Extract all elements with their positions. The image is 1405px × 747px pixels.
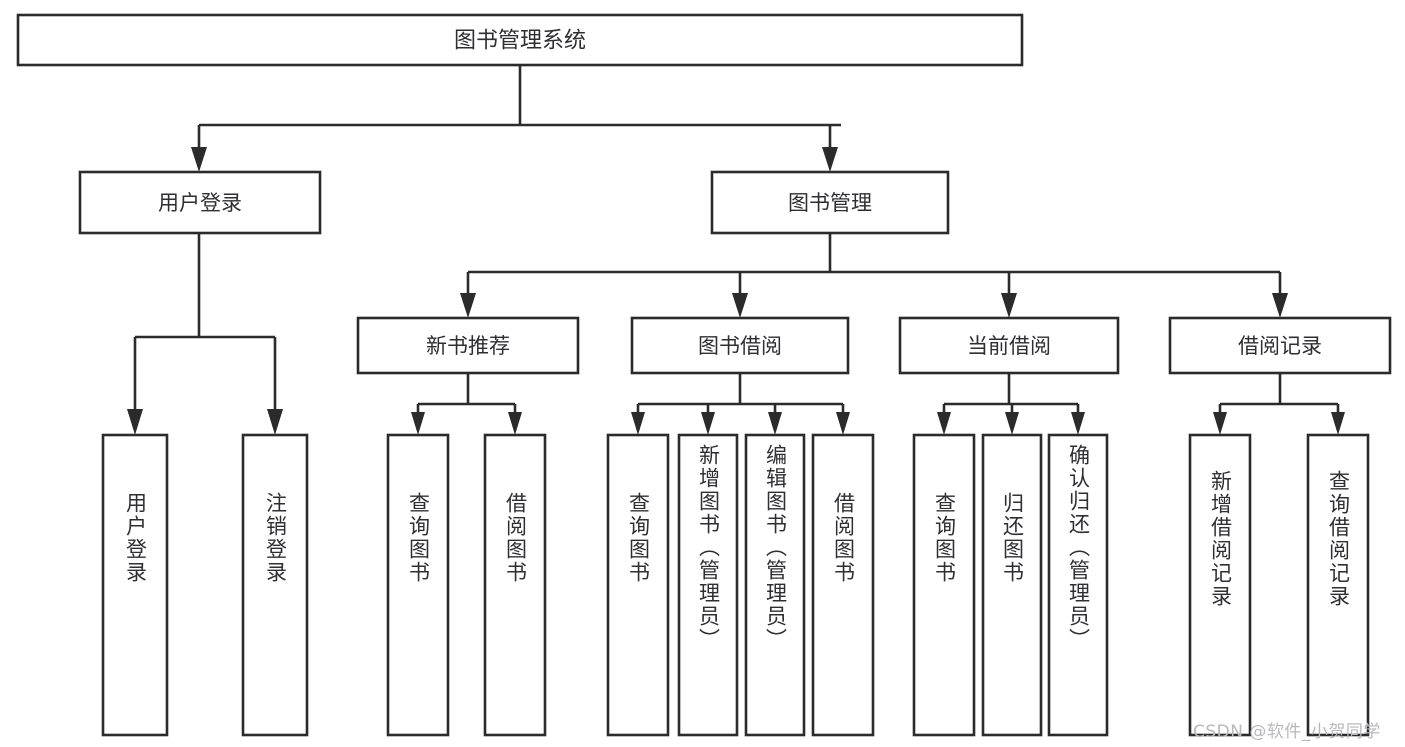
node-user-login[interactable]: 用户登录 (78, 170, 322, 235)
node-root-box[interactable] (16, 13, 1024, 67)
connector-group-root (191, 65, 841, 172)
node-current-borrow-label: 当前借阅 (967, 334, 1051, 358)
arrowhead-current (1001, 293, 1017, 318)
arrowhead-nb-query-book (411, 412, 425, 435)
leaf-box-re-query-record[interactable] (1306, 433, 1370, 737)
arrowhead-nb-borrow-book (508, 412, 522, 435)
connector-group-new-books (411, 373, 522, 435)
node-root[interactable]: 图书管理系统 (16, 13, 1024, 67)
node-book-management-box[interactable] (710, 170, 950, 235)
connector-group-current (937, 373, 1085, 435)
connector-group-book-mgmt (460, 233, 1288, 318)
leaf-box-bo-add-book[interactable] (677, 433, 739, 737)
node-borrow-records-box[interactable] (1168, 316, 1392, 375)
arrowhead-re-query-record (1331, 412, 1345, 435)
node-new-book-recommend-box[interactable] (356, 316, 580, 375)
leaf-box-bo-edit-book[interactable] (744, 433, 806, 737)
leaf-box-bo-query-book[interactable] (606, 433, 670, 737)
node-borrow-records[interactable]: 借阅记录 (1168, 316, 1392, 375)
arrowhead-cu-return-book (1005, 412, 1019, 435)
arrowhead-new-books (460, 293, 476, 318)
node-book-borrow[interactable]: 图书借阅 (630, 316, 850, 375)
arrowhead-book-mgmt (822, 147, 838, 172)
node-book-management[interactable]: 图书管理 (710, 170, 950, 235)
arrowhead-user-login (191, 147, 207, 172)
leaf-box-nb-query-book[interactable] (386, 433, 450, 737)
node-new-book-recommend[interactable]: 新书推荐 (356, 316, 580, 375)
node-book-borrow-label: 图书借阅 (698, 334, 782, 358)
arrowhead-bo-query-book (631, 412, 645, 435)
leaf-box-cu-query-book[interactable] (912, 433, 976, 737)
connector-group-borrow (631, 373, 850, 435)
leaf-box-re-add-record[interactable] (1188, 433, 1252, 737)
node-user-login-box[interactable] (78, 170, 322, 235)
arrowhead-cu-query-book (937, 412, 951, 435)
arrowhead-bo-borrow-book (836, 412, 850, 435)
leaf-box-cu-return-book[interactable] (981, 433, 1043, 737)
leaf-box-user-login[interactable] (101, 433, 169, 737)
node-book-borrow-box[interactable] (630, 316, 850, 375)
node-root-label: 图书管理系统 (454, 29, 586, 54)
node-current-borrow-box[interactable] (898, 316, 1120, 375)
arrowhead-records (1272, 293, 1288, 318)
arrowhead-re-add-record (1213, 412, 1227, 435)
leaf-box-nb-borrow-book[interactable] (483, 433, 547, 737)
node-current-borrow[interactable]: 当前借阅 (898, 316, 1120, 375)
node-book-management-label: 图书管理 (788, 191, 872, 215)
arrowhead-bo-add-book (701, 412, 715, 435)
node-borrow-records-label: 借阅记录 (1238, 334, 1322, 358)
leaf-boxes (101, 433, 1370, 737)
arrowhead-leaf-logout (267, 409, 283, 435)
leaf-box-cu-confirm-return[interactable] (1047, 433, 1109, 737)
arrowhead-cu-confirm-return (1071, 412, 1085, 435)
arrowhead-leaf-user-login (127, 409, 143, 435)
connector-group-records (1213, 373, 1345, 435)
arrowhead-bo-edit-book (768, 412, 782, 435)
node-new-book-recommend-label: 新书推荐 (426, 334, 510, 358)
node-user-login-label: 用户登录 (158, 191, 242, 215)
leaf-box-bo-borrow-book[interactable] (811, 433, 875, 737)
connector-group-user-login (127, 233, 283, 435)
arrowhead-borrow (732, 293, 748, 318)
leaf-box-logout[interactable] (241, 433, 309, 737)
